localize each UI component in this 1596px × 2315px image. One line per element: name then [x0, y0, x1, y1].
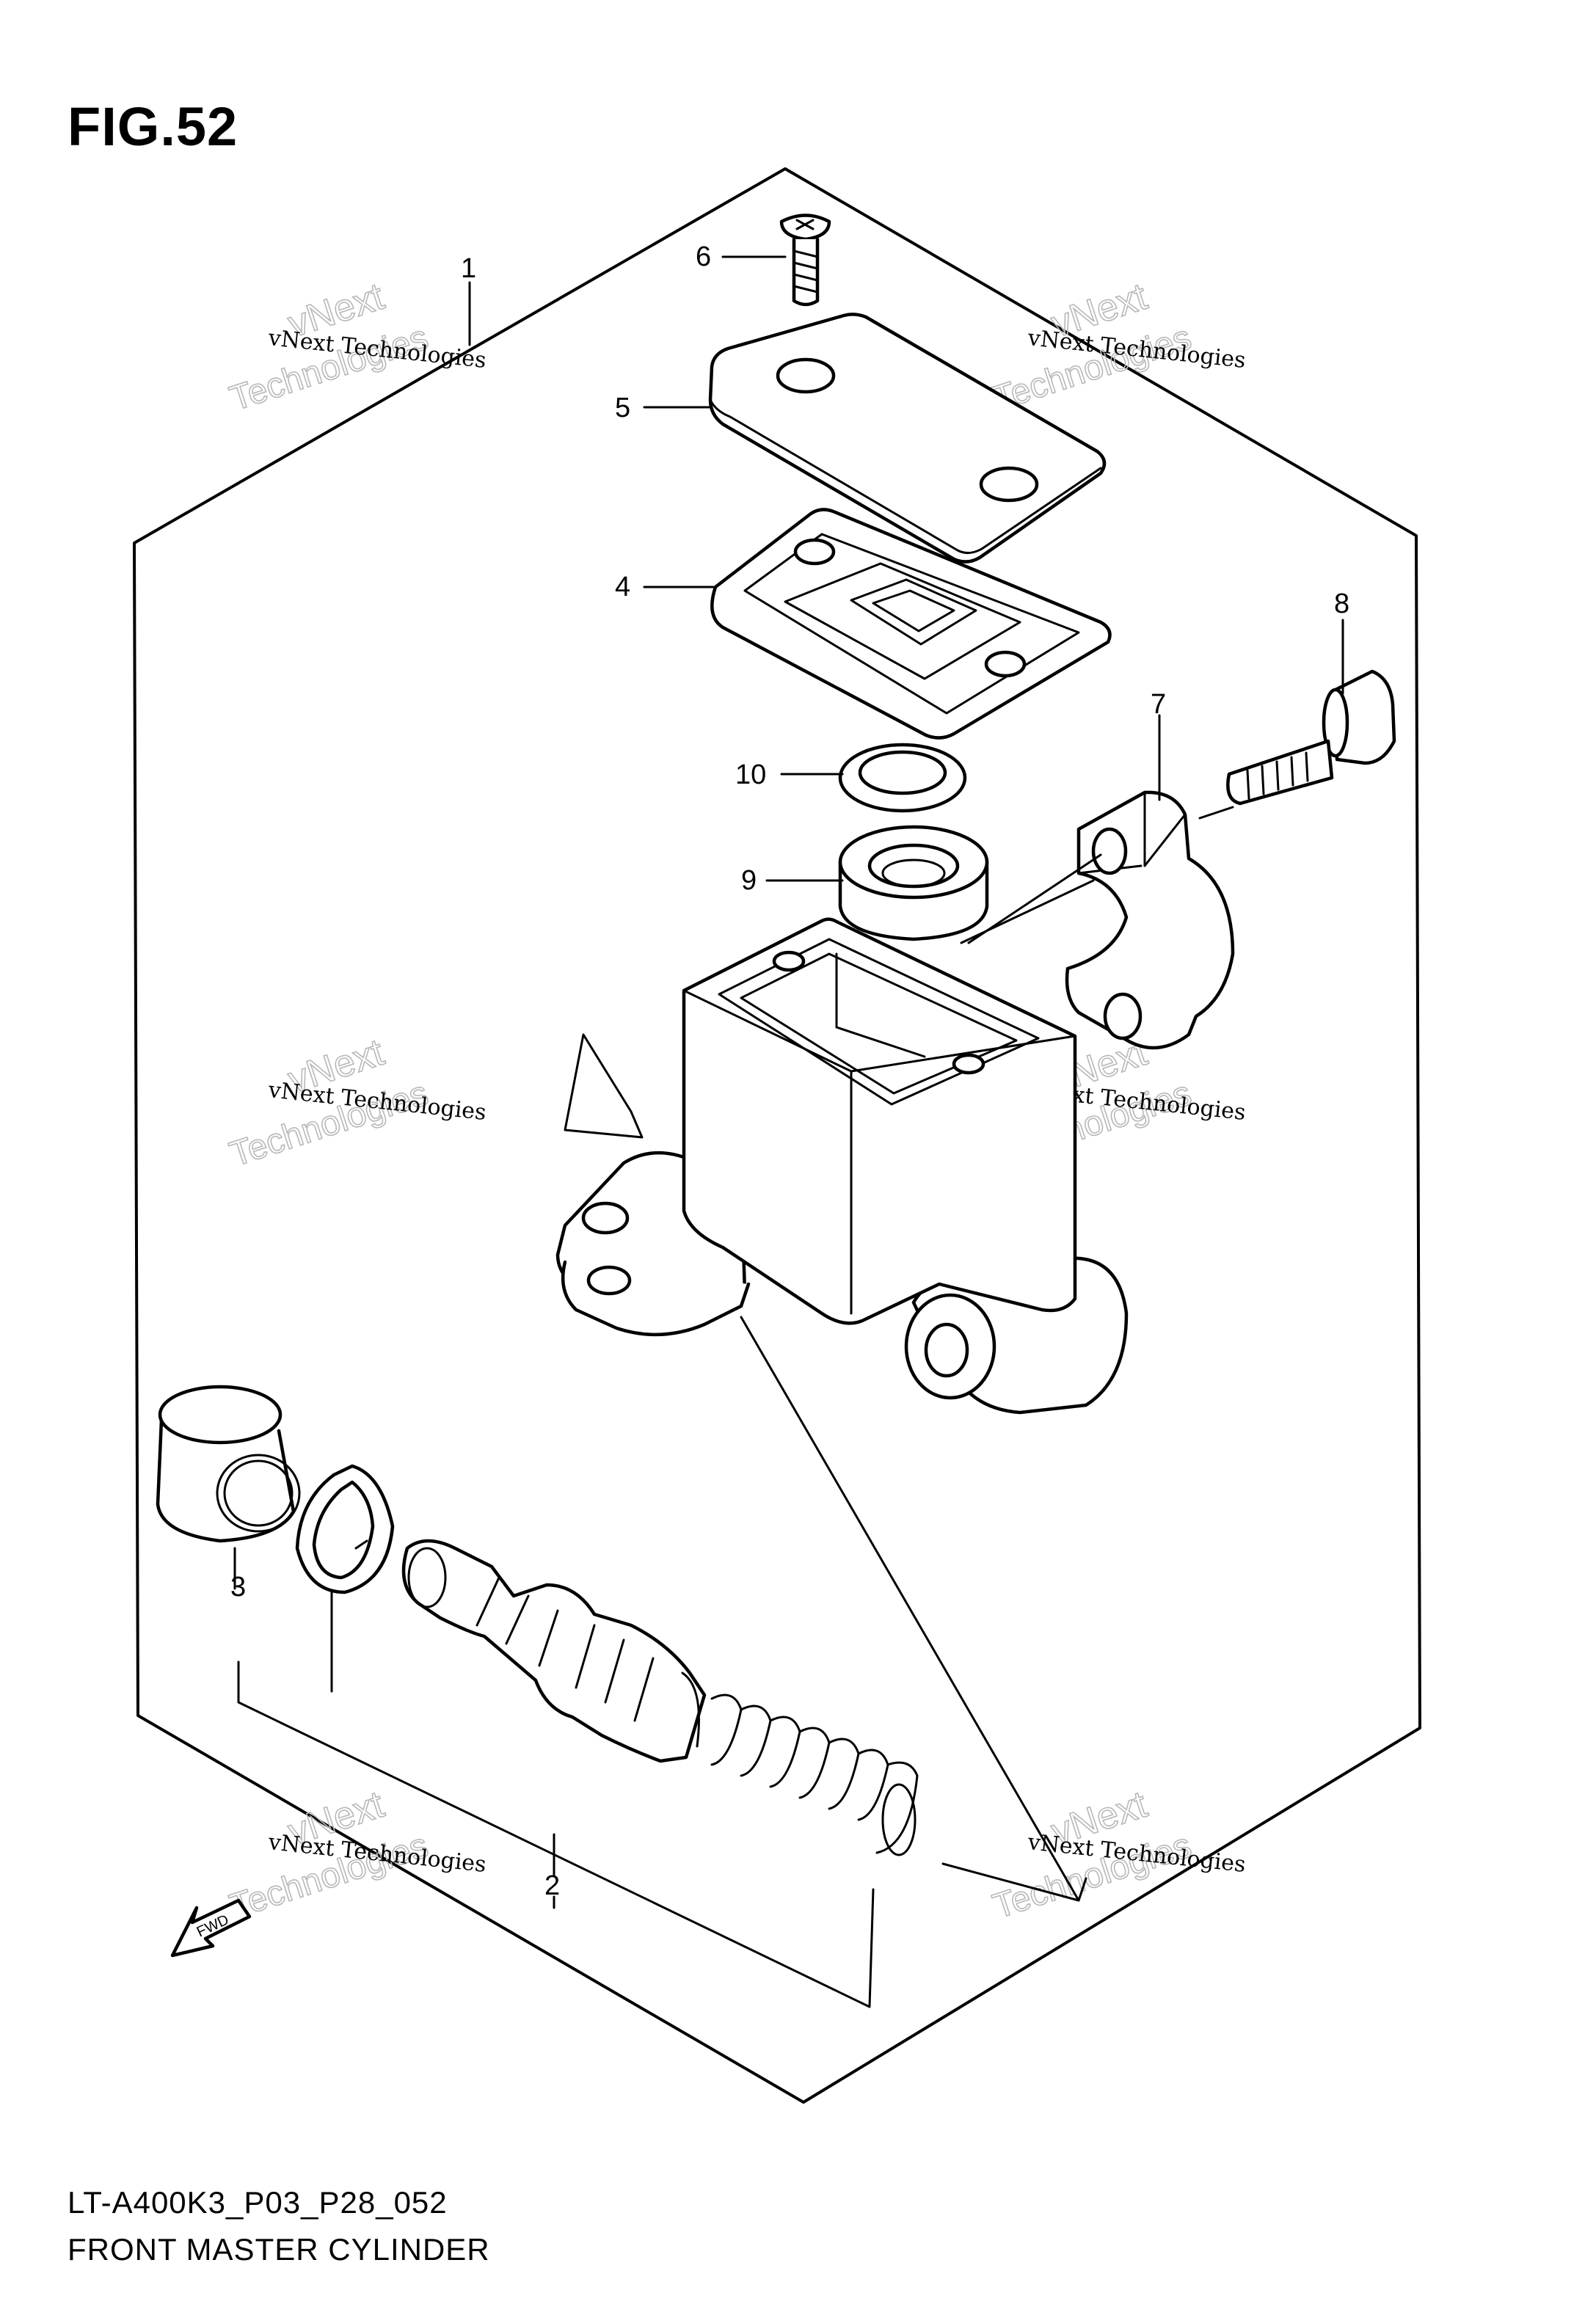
callout-7: 7 [1151, 689, 1166, 720]
callout-5: 5 [615, 393, 630, 423]
part-5-reservoir-cover [708, 313, 1107, 564]
part-7-clamp [1065, 790, 1235, 1050]
diagram-name: FRONT MASTER CYLINDER [68, 2232, 490, 2267]
part-10-ring [838, 743, 967, 813]
part-9-boot [838, 825, 989, 941]
watermark-top-left: vNext Technologies vNext Technologies [225, 274, 487, 419]
callout-2: 2 [544, 1870, 560, 1901]
part-8-bolt [1226, 669, 1396, 806]
callout-8: 8 [1334, 588, 1349, 619]
assembly-boundary [133, 167, 1421, 2104]
leader-lines [233, 255, 1344, 2008]
callout-4: 4 [615, 572, 630, 602]
watermark-top-right: vNext Technologies vNext Technologies [988, 274, 1247, 419]
watermark-bottom-right: vNext Technologies vNext Technologies [988, 1782, 1247, 1927]
part-1-master-cylinder-body [555, 879, 1129, 1415]
callout-10: 10 [735, 759, 766, 790]
part-4-diaphragm-plate [710, 508, 1112, 740]
callout-9: 9 [741, 865, 757, 896]
watermark-mid-left: vNext Technologies vNext Technologies [225, 1030, 487, 1175]
part-6-screw [779, 214, 831, 307]
fwd-arrow: FWD [170, 1898, 252, 1958]
callout-3: 3 [230, 1572, 246, 1603]
part-snap-ring [295, 1464, 395, 1594]
model-code: LT-A400K3_P03_P28_052 [68, 2185, 448, 2220]
callout-1: 1 [461, 253, 476, 284]
figure-title: FIG.52 [68, 96, 238, 157]
part-2-piston-spring-set [401, 1539, 919, 1856]
part-3-dust-boot [156, 1385, 301, 1543]
callout-6: 6 [696, 241, 711, 272]
